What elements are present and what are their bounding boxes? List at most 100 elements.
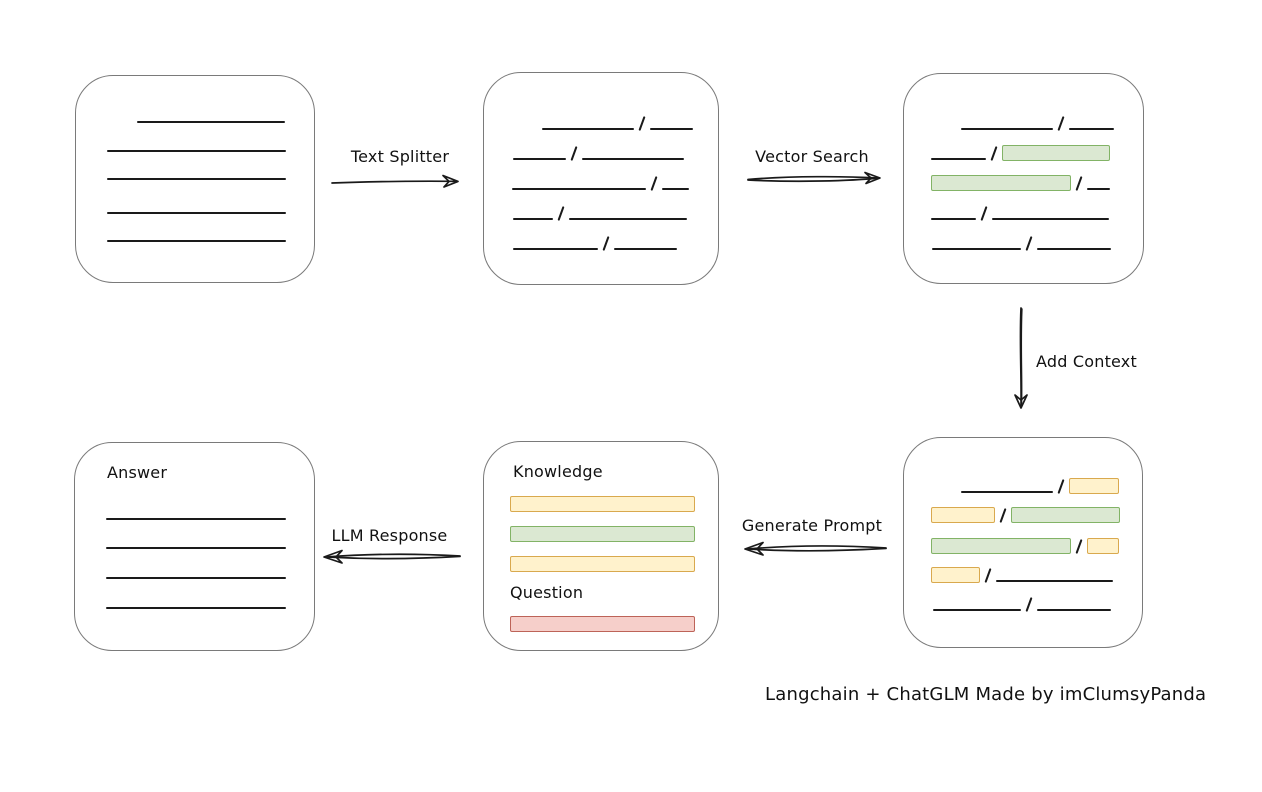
question-label: Question (510, 583, 584, 602)
segment-row (931, 537, 1119, 554)
add-context-arrow-label: Add Context (1036, 352, 1137, 371)
text-line (1087, 188, 1110, 190)
text-splitter-arrow-icon (331, 174, 459, 188)
text-line (933, 609, 1021, 611)
text-line (513, 158, 566, 160)
text-line (961, 128, 1053, 130)
text-line (542, 128, 634, 130)
matched-chunks-node (903, 73, 1144, 284)
generate-prompt-arrow-icon (744, 541, 887, 556)
slash-separator (1075, 176, 1083, 191)
text-line (582, 158, 684, 160)
red-highlight-chip (510, 616, 695, 632)
answer-label: Answer (107, 463, 168, 482)
green-highlight-chip (931, 538, 1071, 554)
segment-row (931, 144, 1110, 161)
text-splitter-arrow-label: Text Splitter (350, 147, 450, 166)
segment-row (513, 144, 684, 161)
text-line (513, 218, 553, 220)
text-line (662, 188, 689, 190)
text-line (931, 158, 986, 160)
text-line (961, 491, 1053, 493)
segment-row (106, 563, 286, 580)
text-line (137, 121, 285, 123)
segment-row (107, 136, 286, 153)
segment-row (137, 107, 285, 124)
source-document-node (75, 75, 315, 283)
text-line (106, 607, 286, 609)
segment-row (512, 174, 689, 191)
text-line (992, 218, 1109, 220)
add-context-arrow-icon (1014, 307, 1028, 409)
text-line (1069, 128, 1114, 130)
slash-separator (1057, 116, 1065, 131)
segment-row (961, 114, 1114, 131)
segment-row (931, 506, 1120, 523)
slash-separator (999, 508, 1007, 523)
green-highlight-chip (1002, 145, 1110, 161)
text-line (932, 248, 1021, 250)
segment-row (510, 615, 695, 632)
text-line (107, 178, 286, 180)
segment-row (542, 114, 693, 131)
segment-row (931, 174, 1110, 191)
segment-row (510, 495, 695, 512)
slash-separator (1075, 539, 1083, 554)
green-highlight-chip (1011, 507, 1120, 523)
text-line (996, 580, 1113, 582)
text-line (931, 218, 976, 220)
text-line (1037, 248, 1111, 250)
segment-row (106, 533, 286, 550)
text-line (107, 150, 286, 152)
segment-row (510, 525, 695, 542)
segment-row (106, 504, 286, 521)
vector-search-arrow-icon (747, 171, 881, 185)
slash-separator (980, 206, 988, 221)
segment-row (931, 204, 1109, 221)
llm-response-arrow-icon (323, 549, 461, 564)
segment-row (933, 595, 1111, 612)
segment-row (510, 555, 695, 572)
text-line (513, 248, 598, 250)
segment-row (931, 566, 1113, 583)
context-chunks-node (903, 437, 1143, 648)
text-line (1037, 609, 1111, 611)
text-line (614, 248, 677, 250)
segment-row (107, 226, 286, 243)
answer-node: Answer (74, 442, 315, 651)
slash-separator (1025, 597, 1033, 612)
text-line (107, 240, 286, 242)
diagram-caption: Langchain + ChatGLM Made by imClumsyPand… (765, 684, 1207, 705)
yellow-highlight-chip (931, 507, 995, 523)
yellow-highlight-chip (1087, 538, 1119, 554)
prompt-node: Knowledge Question (483, 441, 719, 651)
text-line (107, 212, 286, 214)
segment-row (513, 234, 677, 251)
text-line (650, 128, 693, 130)
segment-row (513, 204, 687, 221)
segment-row (961, 477, 1119, 494)
text-line (512, 188, 646, 190)
split-chunks-node (483, 72, 719, 285)
green-highlight-chip (510, 526, 695, 542)
slash-separator (602, 236, 610, 251)
segment-row (106, 593, 286, 610)
segment-row (932, 234, 1111, 251)
llm-response-arrow-label: LLM Response (331, 526, 448, 545)
text-line (106, 577, 286, 579)
yellow-highlight-chip (931, 567, 980, 583)
green-highlight-chip (931, 175, 1071, 191)
slash-separator (650, 176, 658, 191)
slash-separator (990, 146, 998, 161)
slash-separator (984, 568, 992, 583)
slash-separator (570, 146, 578, 161)
slash-separator (638, 116, 646, 131)
text-line (106, 518, 286, 520)
segment-row (107, 164, 286, 181)
segment-row (107, 198, 286, 215)
vector-search-arrow-label: Vector Search (755, 147, 869, 166)
yellow-highlight-chip (510, 496, 695, 512)
knowledge-label: Knowledge (513, 462, 603, 481)
slash-separator (1025, 236, 1033, 251)
